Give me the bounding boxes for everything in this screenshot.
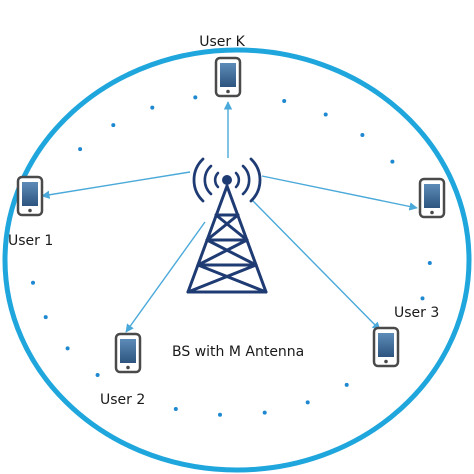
- ring-dot: [43, 315, 48, 320]
- mobile-phone-icon: [114, 332, 142, 374]
- ring-dot: [344, 382, 349, 387]
- arrow-to-user-4: [261, 175, 418, 211]
- ring-dot: [427, 261, 432, 265]
- user-k-phone: [214, 56, 242, 98]
- mobile-phone-icon: [214, 56, 242, 98]
- user-1-phone: [16, 175, 44, 217]
- ring-dot: [31, 280, 35, 285]
- ring-dot: [78, 147, 83, 152]
- label-user-2: User 2: [100, 392, 145, 408]
- label-user-3: User 3: [394, 305, 439, 321]
- arrow-to-user-3: [251, 199, 381, 331]
- ring-dot: [390, 159, 395, 164]
- ring-dot: [111, 123, 116, 128]
- ring-dot: [173, 407, 178, 411]
- ring-dot: [193, 95, 198, 100]
- user-4-phone: [418, 177, 446, 219]
- ring-dot: [262, 410, 267, 415]
- label-base-station: BS with M Antenna: [172, 344, 304, 360]
- downlink-arrows: [41, 101, 418, 333]
- ring-dot: [323, 112, 328, 117]
- ring-dot: [282, 99, 287, 103]
- label-user-1: User 1: [8, 233, 53, 249]
- ring-dot: [360, 133, 365, 137]
- user-2-phone: [114, 332, 142, 374]
- dotted-inner-circle: [31, 95, 432, 417]
- user-3-phone: [372, 326, 400, 368]
- arrow-to-user-2: [125, 221, 206, 333]
- mobile-phone-icon: [372, 326, 400, 368]
- mobile-phone-icon: [418, 177, 446, 219]
- arrow-to-user-1: [41, 171, 191, 199]
- ring-dot: [420, 296, 425, 301]
- cell-tower-icon: [186, 157, 268, 294]
- ring-dot: [305, 400, 310, 405]
- mobile-phone-icon: [16, 175, 44, 217]
- ring-dot: [95, 373, 100, 377]
- ring-dot: [218, 412, 222, 417]
- ring-dot: [150, 105, 155, 110]
- cell-boundary-circle: [2, 47, 472, 473]
- label-user-k: User K: [199, 34, 245, 50]
- ring-dot: [65, 346, 70, 351]
